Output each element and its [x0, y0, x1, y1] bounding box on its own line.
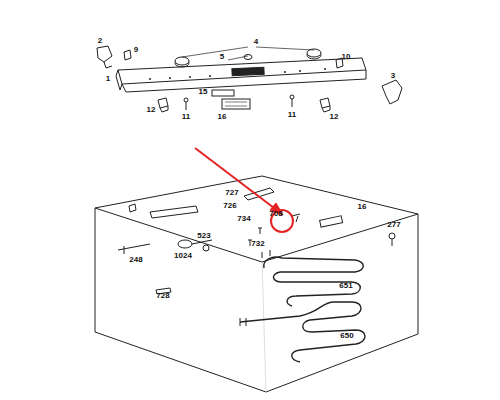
callout-number: 1	[105, 75, 111, 83]
callout-number: 726	[222, 202, 237, 210]
callout-number: 15	[198, 88, 209, 96]
callout-number: 16	[217, 113, 228, 121]
callout-number: 16	[357, 203, 368, 211]
callout-number: 727	[224, 189, 239, 197]
callout-number: 9	[133, 46, 139, 54]
callout-number: 3	[390, 72, 396, 80]
callout-number: 1024	[173, 252, 193, 260]
callout-number: 650	[339, 332, 354, 340]
callout-number: 277	[386, 221, 401, 229]
callout-number: 248	[128, 256, 143, 264]
callout-number: 2	[97, 37, 103, 45]
callout-number: 11	[287, 111, 297, 119]
callout-number: 11	[181, 113, 191, 121]
callout-number: 12	[146, 106, 157, 114]
callout-number: 4	[253, 38, 259, 46]
callout-number: 651	[338, 282, 353, 290]
callout-number: 708	[268, 210, 283, 218]
callout-number: 734	[236, 215, 251, 223]
callout-number: 728	[155, 292, 170, 300]
callout-number: 732	[250, 240, 265, 248]
callout-number: 5	[219, 53, 225, 61]
callout-number: 523	[196, 232, 211, 240]
callout-number: 12	[329, 113, 340, 121]
callout-number: 10	[341, 53, 352, 61]
